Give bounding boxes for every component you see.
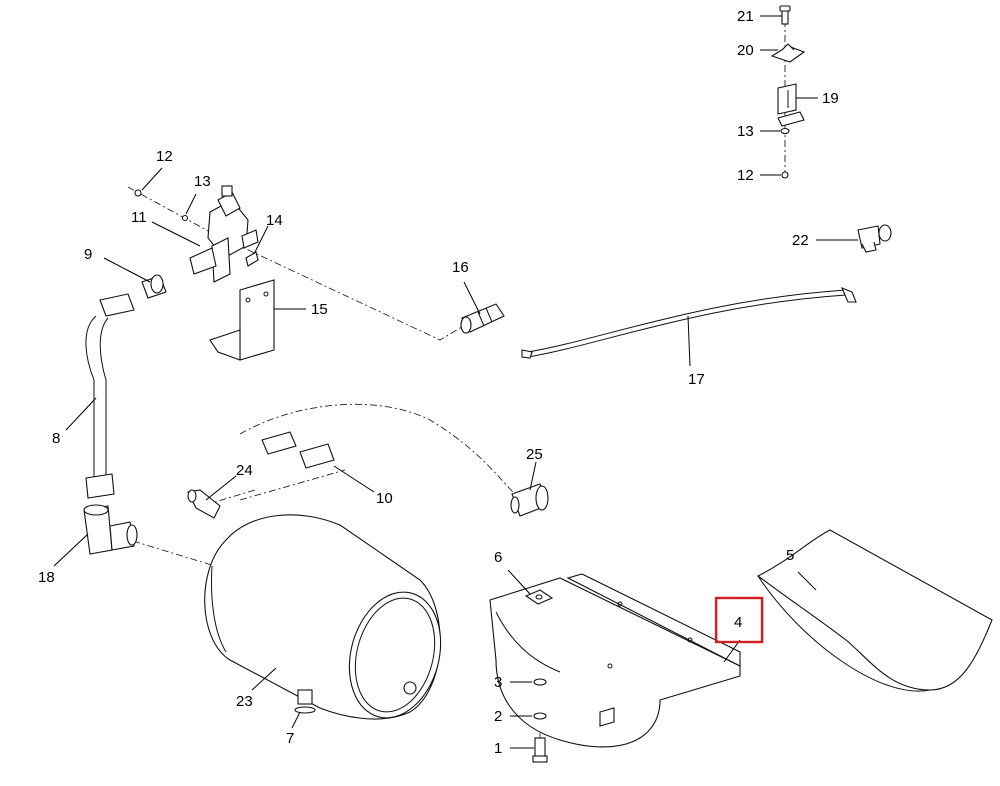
- callout-16: 16: [452, 259, 469, 276]
- callout-22: 22: [792, 232, 809, 249]
- callout-24: 24: [236, 462, 253, 479]
- callout-11: 11: [131, 209, 147, 226]
- callout-14: 14: [266, 212, 283, 229]
- part-8-tube: [85, 293, 135, 499]
- callout-12-lower: 12: [156, 148, 173, 165]
- callout-21: 21: [737, 8, 754, 25]
- callout-13-upper: 13: [737, 123, 754, 140]
- part-17-hose: [521, 286, 857, 359]
- part-22-elbow-fitting: [857, 224, 892, 253]
- part-9-fitting: [141, 274, 167, 299]
- part-24-drain-valve: [187, 489, 221, 519]
- callout-1: 1: [494, 740, 502, 757]
- part-18-tee-fitting: [83, 504, 138, 555]
- callout-25: 25: [526, 446, 543, 463]
- shroud-fasteners: [524, 589, 554, 763]
- callout-labels: 21 20 19 13 12 22 17 16 12 13 11 14 15 9…: [38, 8, 858, 757]
- callout-15: 15: [311, 301, 328, 318]
- callout-7: 7: [286, 730, 294, 747]
- callout-4-highlight-box: [714, 596, 764, 644]
- part-16-coupling: [460, 303, 505, 334]
- callout-6: 6: [494, 549, 502, 566]
- callout-8: 8: [52, 430, 60, 447]
- part-4-tank-shroud: [489, 573, 741, 748]
- callout-23: 23: [236, 693, 253, 710]
- part-7-drain-plug: [294, 689, 316, 714]
- part-25-fitting: [510, 483, 549, 517]
- callout-19: 19: [822, 90, 839, 107]
- callout-20: 20: [737, 42, 754, 59]
- part-10-check-valve: [261, 431, 335, 469]
- part-5-shroud-cover: [756, 529, 993, 692]
- callout-3: 3: [494, 674, 502, 691]
- callout-4: 4: [734, 614, 742, 631]
- bracket-hardware-stack: [770, 5, 806, 179]
- callout-2: 2: [494, 708, 502, 725]
- callout-18: 18: [38, 569, 55, 586]
- callout-9: 9: [84, 246, 92, 263]
- part-15-bracket: [209, 279, 275, 361]
- callout-10: 10: [376, 490, 393, 507]
- part-23-air-tank: [204, 514, 442, 720]
- callout-13-lower: 13: [194, 173, 211, 190]
- callout-17: 17: [688, 371, 705, 388]
- callout-12-upper: 12: [737, 167, 754, 184]
- callout-5: 5: [786, 547, 794, 564]
- governor-valve-assembly: [134, 185, 259, 283]
